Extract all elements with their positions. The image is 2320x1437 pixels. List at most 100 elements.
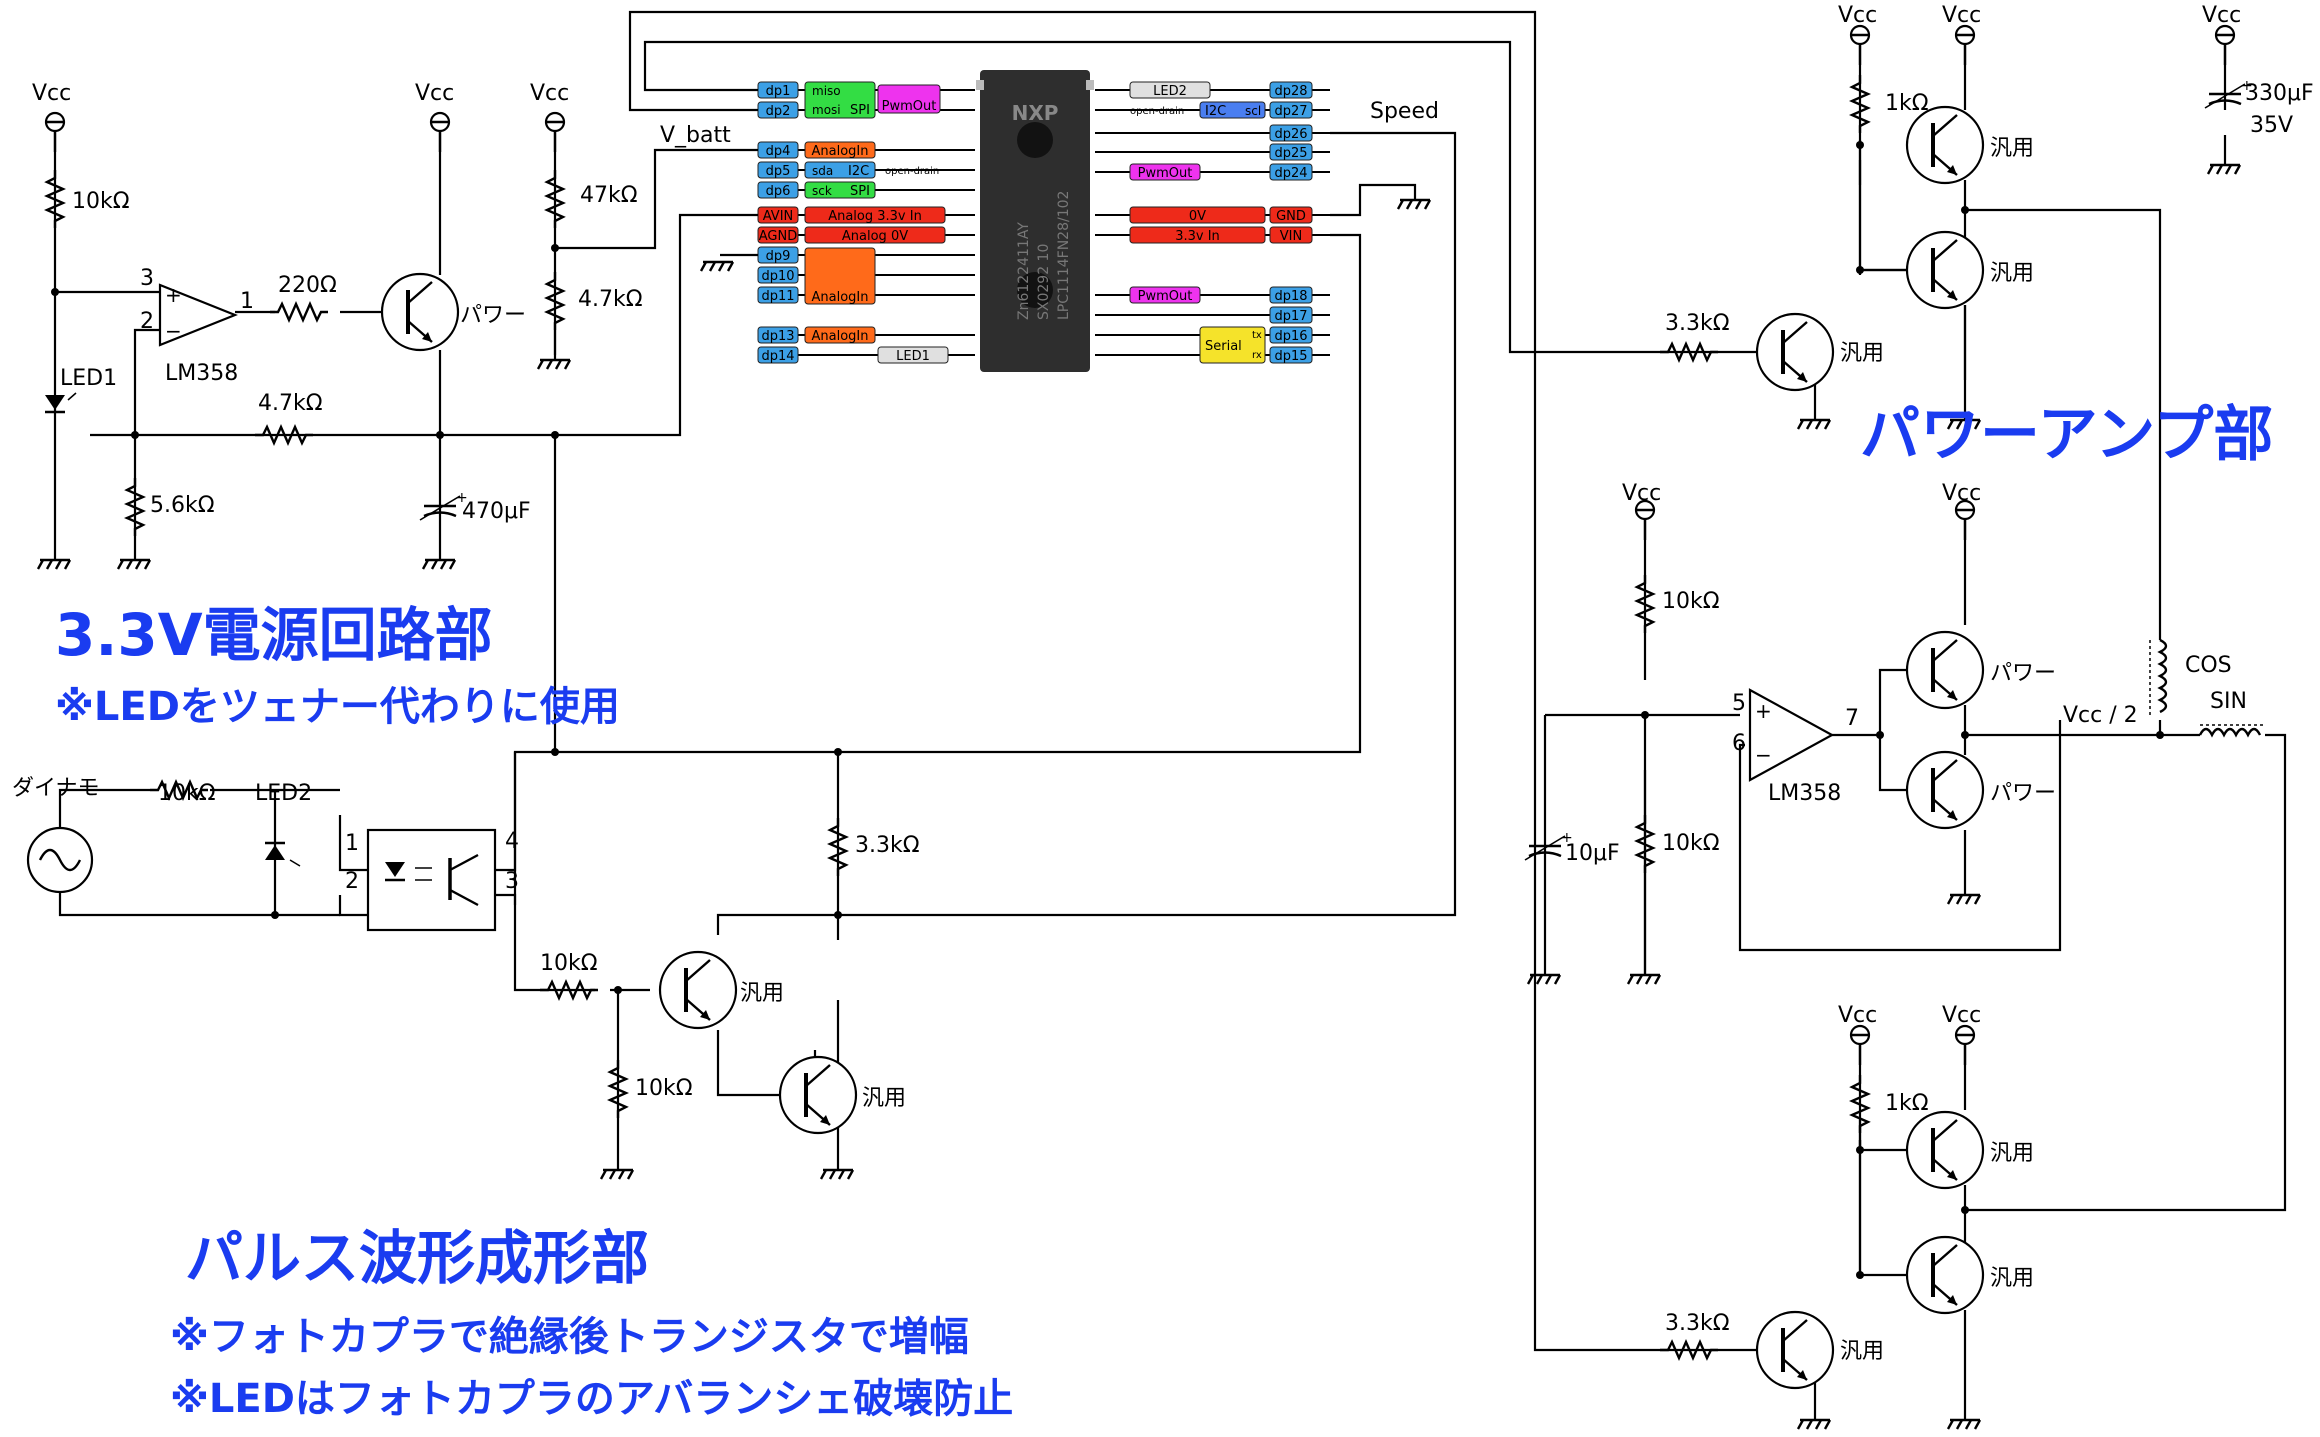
pin-avin: AVIN: [763, 209, 794, 224]
pin-func-led1-box: [877, 346, 949, 364]
vcc-label: Vcc: [1838, 3, 1877, 28]
ground-icon: [1526, 973, 1562, 986]
led-label: LED1: [60, 366, 117, 391]
opamp-pin: 7: [1845, 706, 1859, 731]
opamp-icon: [158, 283, 238, 347]
pin-func-33vin-box: [1129, 226, 1266, 244]
pin-dp16-box: [1269, 326, 1313, 344]
opamp-pin: 6: [1732, 731, 1746, 756]
resistor-value: 10kΩ: [72, 189, 130, 214]
npn-transistor-icon: [1905, 1110, 1985, 1190]
pin-func-0v-box: [1129, 206, 1266, 224]
pin-func-led2: LED2: [1153, 84, 1187, 99]
resistor-value: 10kΩ: [540, 951, 598, 976]
ground-icon: [116, 558, 152, 571]
pin-func-analogin-group-box: [804, 247, 876, 305]
v-batt-label: V_batt: [660, 123, 731, 148]
resistor-value: 10kΩ: [1662, 589, 1720, 614]
pin-dp15-box: [1269, 346, 1313, 364]
pin-func-pwmout-18: PwmOut: [1138, 289, 1193, 304]
opto-pin: 4: [505, 829, 519, 854]
pin-func-led2-box: [1129, 81, 1211, 99]
resistor-value: 3.3kΩ: [855, 833, 920, 858]
resistor-value: 10kΩ: [158, 781, 216, 806]
pin-dp17: dp17: [1274, 309, 1307, 324]
pin-group-i2c: I2C: [848, 164, 869, 179]
pin-dp16: dp16: [1274, 329, 1307, 344]
npn-transistor-icon: [1905, 230, 1985, 310]
power-supply-note: ※LEDをツェナー代わりに使用: [55, 684, 620, 730]
ground-icon: [699, 260, 735, 273]
opamp-pin: 3: [140, 266, 154, 291]
opamp-pin: 5: [1732, 691, 1746, 716]
ground-icon: [1946, 893, 1982, 906]
npn-transistor-icon: [1755, 1310, 1835, 1390]
vcc-terminal-icon: [1849, 24, 1871, 67]
chip-brand: NXP: [1012, 101, 1059, 125]
pin-dp18: dp18: [1274, 289, 1307, 304]
opamp-label: LM358: [1768, 781, 1841, 806]
resistor-icon: [268, 302, 330, 322]
vcc-terminal-icon: [1634, 499, 1656, 542]
resistor-value: 220Ω: [278, 273, 337, 298]
pin-dp11: dp11: [761, 289, 794, 304]
vcc-label: Vcc: [1942, 1003, 1981, 1028]
pin-open-drain: open-drain: [1130, 106, 1184, 117]
vcc-half-label: Vcc / 2: [2063, 703, 2138, 728]
pin-dp6-box: [757, 181, 799, 199]
pin-dp14: dp14: [761, 349, 794, 364]
pin-group-spi: SPI: [850, 103, 870, 118]
npn-transistor-icon: [1905, 630, 1985, 710]
pin-dp24: dp24: [1274, 166, 1307, 181]
pin-open-drain: open-drain: [885, 166, 939, 177]
transistor-label: 汎用: [1990, 1266, 2034, 1291]
pin-labels: dp1dp2dp4dp5dp6AVINAGNDdp9dp10dp11dp13dp…: [757, 81, 1330, 364]
capacitor-value: 330μF: [2245, 81, 2314, 106]
opamp-minus: −: [1755, 743, 1772, 767]
resistor-value: 4.7kΩ: [258, 391, 323, 416]
transistor-label: 汎用: [862, 1086, 906, 1111]
pin-func-rx: rx: [1252, 350, 1262, 361]
pin-dp27: dp27: [1274, 104, 1307, 119]
pin-dp14-box: [757, 346, 799, 364]
amp-title: パワーアンプ部: [1860, 400, 2273, 470]
transistor-label: 汎用: [1990, 1141, 2034, 1166]
coil-label: SIN: [2210, 689, 2247, 714]
pin-gnd: GND: [1276, 209, 1306, 224]
pin-func-analogin-13: AnalogIn: [812, 329, 869, 344]
pin-gnd-box: [1269, 206, 1313, 224]
npn-transistor-icon: [1905, 750, 1985, 830]
coil-label: COS: [2185, 653, 2232, 678]
npn-transistor-icon: [1905, 105, 1985, 185]
pin-func-sck: sck: [812, 184, 832, 198]
capacitor-value: 470μF: [462, 499, 531, 524]
vcc-terminal-icon: [429, 111, 451, 154]
ground-icon: [2206, 163, 2242, 176]
power-supply-section: Vcc Vcc Vcc 10kΩ LED1 3 2 1 + − LM358 22…: [32, 81, 735, 571]
transistor-label: パワー: [460, 303, 526, 328]
ground-icon: [1626, 973, 1662, 986]
led-label: LED2: [255, 781, 312, 806]
ground-icon: [1796, 418, 1832, 431]
pin-dp2: dp2: [766, 104, 791, 119]
opamp-label: LM358: [165, 361, 238, 386]
section-titles: 3.3V電源回路部 ※LEDをツェナー代わりに使用 パルス波形成形部 ※フォトカ…: [55, 601, 1013, 1422]
npn-transistor-icon: [658, 950, 738, 1030]
pin-func-pwmout-24-box: [1129, 163, 1201, 181]
npn-transistor-icon: [778, 1055, 858, 1135]
ground-icon: [536, 358, 572, 371]
pin-group-spi: SPI: [850, 184, 870, 199]
vcc-label: Vcc: [530, 81, 569, 106]
pin-func-led1: LED1: [896, 349, 930, 364]
pin-func-pwmout-24: PwmOut: [1138, 166, 1193, 181]
vcc-terminal-icon: [1954, 499, 1976, 542]
pulse-title: パルス波形成形部: [185, 1224, 649, 1292]
vcc-label: Vcc: [1942, 481, 1981, 506]
pin-func-scl: scl: [1245, 104, 1261, 118]
opamp-pin: 2: [140, 309, 154, 334]
resistor-value: 5.6kΩ: [150, 493, 215, 518]
pin-dp24-box: [1269, 163, 1313, 181]
pin-dp5-box: [757, 161, 799, 179]
resistor-value: 4.7kΩ: [578, 287, 643, 312]
